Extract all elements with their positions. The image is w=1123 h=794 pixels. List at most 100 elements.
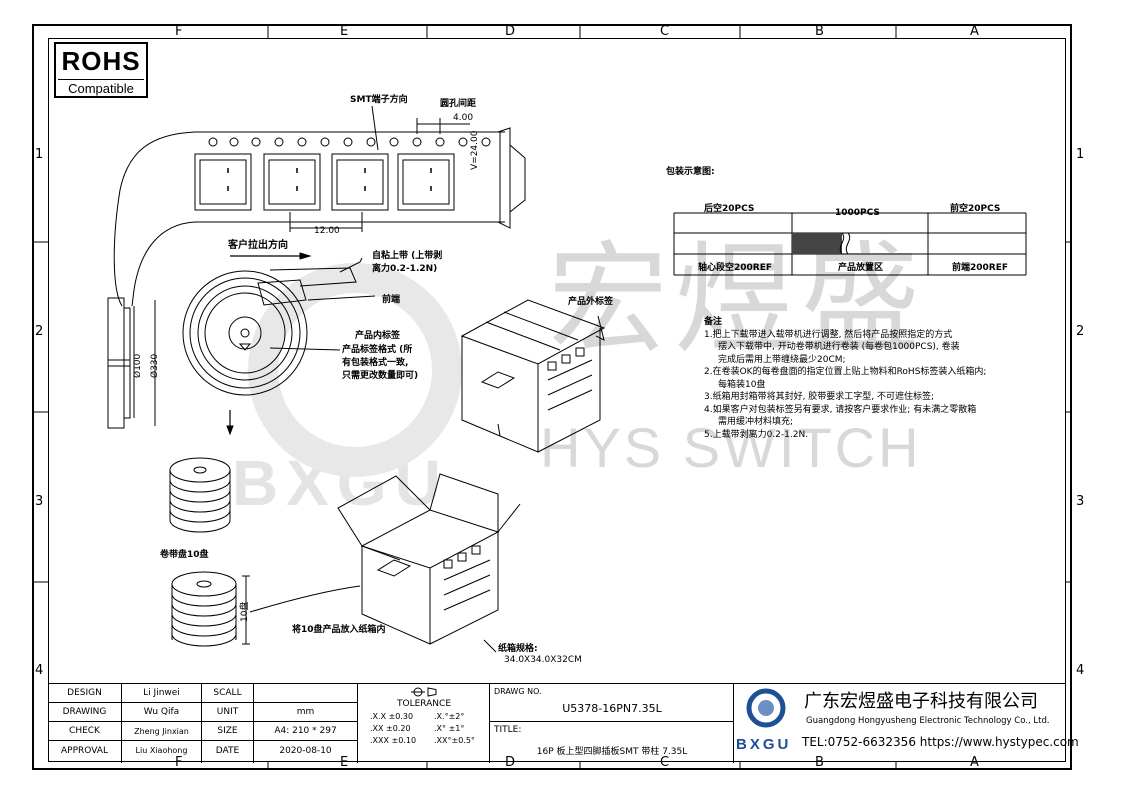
packing-front-end: 前端200REF <box>952 263 1009 273</box>
zone-col-bottom-f: F <box>175 755 183 770</box>
zone-col-top-a: A <box>970 24 979 39</box>
tolerance-cell: TOLERANCE .X.X ±0.30 .XX ±0.20 .XXX ±0.1… <box>358 684 490 763</box>
zone-row-right-1: 1 <box>1076 147 1085 162</box>
zone-col-top-f: F <box>175 24 183 39</box>
hole-pitch-value: 4.00 <box>453 113 474 123</box>
hole-pitch-label: 圆孔间距 <box>440 99 477 109</box>
rohs-title: ROHS <box>61 46 141 76</box>
approval-name: Liu Xiaohong <box>122 741 202 763</box>
rohs-subtitle: Compatible <box>58 79 144 96</box>
notes-line-7: 4.如果客户对包装标签另有要求, 请按客户要求作业; 有未满之零散箱 <box>704 404 977 415</box>
tolerance-1: .X.X ±0.30 <box>370 712 414 721</box>
approval-label: APPROVAL <box>48 741 122 763</box>
check-label: CHECK <box>48 722 122 741</box>
front-end-label: 前端 <box>382 295 401 305</box>
company-contact: TEL:0752-6632356 https://www.hystypec.co… <box>802 735 1079 749</box>
title-value: 16P 板上型四脚插板SMT 带柱 7.35L <box>536 747 688 757</box>
zone-row-right-4: 4 <box>1076 663 1085 678</box>
projection-symbol-icon <box>411 687 437 697</box>
check-name: Zheng Jinxian <box>122 722 202 741</box>
packing-title: 包装示意图: <box>666 167 715 177</box>
zone-row-left-4: 4 <box>35 663 44 678</box>
notes-title: 备注 <box>704 317 723 327</box>
notes-line-6: 3.纸箱用封箱带将其封好, 胶带要求工字型, 不可遮住标签; <box>704 392 935 402</box>
inner-label-title: 产品内标签 <box>355 331 401 341</box>
drawing-no-value: U5378-16PN7.35L <box>562 702 662 715</box>
zone-row-left-2: 2 <box>35 324 44 339</box>
outer-label-title: 产品外标签 <box>568 297 614 307</box>
packing-rear-empty: 后空20PCS <box>704 204 755 214</box>
company-logo-text: BXGU <box>736 736 792 753</box>
zone-col-top-c: C <box>660 24 670 39</box>
company-name-cn: 广东宏煜盛电子科技有限公司 <box>804 691 1038 712</box>
date-value: 2020-08-10 <box>254 741 358 763</box>
notes-line-8: 需用缓冲材料填充; <box>718 417 794 427</box>
size-label: SIZE <box>202 722 254 741</box>
title-block: DESIGN DRAWING CHECK APPROVAL Li Jinwei … <box>48 683 1079 763</box>
packing-front-empty: 前空20PCS <box>950 204 1001 214</box>
tape-pitch-value: 12.00 <box>314 226 340 236</box>
drawing-outer-border <box>32 24 1072 770</box>
zone-row-right-3: 3 <box>1076 494 1085 509</box>
drawing-inner-border <box>48 38 1066 762</box>
tolerance-4: .X.°±2° <box>434 712 465 721</box>
into-box-label: 将10盘产品放入纸箱内 <box>292 625 386 635</box>
zone-row-left-3: 3 <box>35 494 44 509</box>
date-label: DATE <box>202 741 254 763</box>
zone-col-top-b: B <box>815 24 824 39</box>
inner-label-line-1: 产品标签格式 (所 <box>342 345 413 355</box>
company-name-en: Guangdong Hongyusheng Electronic Technol… <box>806 716 1050 726</box>
size-value: A4: 210 * 297 <box>254 722 358 741</box>
packing-pcs: 1000PCS <box>835 208 880 218</box>
title-cell: TITLE: 16P 板上型四脚插板SMT 带柱 7.35L <box>490 722 734 763</box>
unit-label: UNIT <box>202 703 254 722</box>
carton-spec-value: 34.0X34.0X32CM <box>504 655 582 665</box>
notes-line-9: 5.上载带剥离力0.2-1.2N. <box>704 429 809 440</box>
notes-line-2: 摆入下载带中, 开动卷带机进行卷装 (每卷包1000PCS), 卷装 <box>718 342 960 352</box>
scale-label: SCALL <box>202 684 254 703</box>
tape-width-value: V=24.00 <box>470 130 480 170</box>
reel-outer-diameter: Ø330 <box>150 353 160 378</box>
company-logo-icon <box>746 688 786 728</box>
zone-col-bottom-c: C <box>660 755 670 770</box>
tolerance-3: .XXX ±0.10 <box>370 736 417 745</box>
packing-schematic <box>673 212 1027 276</box>
notes-line-4: 2.在卷装OK的每卷盘面的指定位置上贴上物料和RoHS标签装入纸箱内; <box>704 367 987 377</box>
open-box <box>337 473 521 645</box>
drawing-label: DRAWING <box>48 703 122 722</box>
unit-value: mm <box>254 703 358 722</box>
pull-direction-label: 客户拉出方向 <box>228 240 288 251</box>
smt-direction-label: SMT端子方向 <box>350 95 408 105</box>
drawing-no-label: DRAWG NO. <box>494 687 542 696</box>
rohs-stamp: ROHS Compatible <box>54 42 148 98</box>
zone-col-top-e: E <box>340 24 349 39</box>
reel-stack-label: 卷带盘10盘 <box>160 550 209 560</box>
peel-force-label: 离力0.2-1.2N) <box>372 264 438 274</box>
reel-stack-height: 10盘 <box>240 601 250 622</box>
company-cell: BXGU 广东宏煜盛电子科技有限公司 Guangdong Hongyusheng… <box>734 684 1079 763</box>
notes-line-3: 完成后需用上带缠绕最少20CM; <box>718 354 846 365</box>
zone-col-bottom-d: D <box>505 755 516 770</box>
packing-product-area: 产品放置区 <box>838 263 884 273</box>
carrier-tape <box>113 105 526 307</box>
zone-col-bottom-a: A <box>970 755 979 770</box>
reel-front-view <box>182 257 376 396</box>
drawing-no-cell: DRAWG NO. U5378-16PN7.35L <box>490 684 734 722</box>
zone-row-left-1: 1 <box>35 147 44 162</box>
reel-side-view <box>107 297 156 429</box>
design-label: DESIGN <box>48 684 122 703</box>
tolerance-2: .XX ±0.20 <box>370 724 411 733</box>
zone-col-bottom-e: E <box>340 755 349 770</box>
title-label: TITLE: <box>494 725 522 735</box>
watermark-en: HYS SWITCH <box>540 416 922 479</box>
self-adhesive-label: 自粘上带 (上带剥 <box>372 251 443 261</box>
design-name: Li Jinwei <box>122 684 202 703</box>
tolerance-5: .X° ±1° <box>434 724 465 733</box>
zone-col-bottom-b: B <box>815 755 824 770</box>
reel-hub-diameter: Ø100 <box>133 353 143 378</box>
notes-line-1: 1.把上下载带进入载带机进行调整, 然后将产品按照指定的方式 <box>704 329 953 340</box>
reel-stack-upper <box>169 457 231 533</box>
